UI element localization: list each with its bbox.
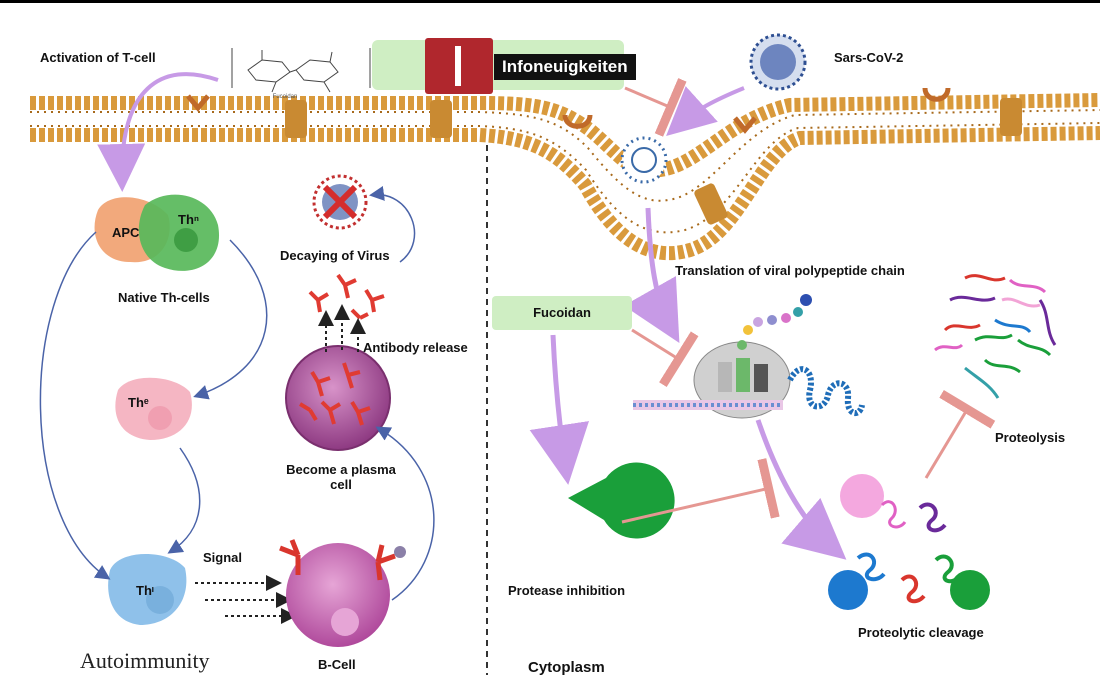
proteolysis-inhibition-line (924, 389, 996, 479)
th-to-the-arrow (193, 239, 268, 400)
decaying-virus-icon (312, 174, 368, 230)
cell-membrane (30, 87, 1100, 261)
sars-label: Sars-CoV-2 (834, 50, 904, 65)
protease-icon (568, 462, 675, 539)
th-to-thi-arrow (39, 231, 111, 580)
bcell-to-plasma-arrow (375, 426, 435, 601)
th-e-cell (115, 377, 192, 440)
fucoidan-to-protease-arrow (529, 334, 589, 485)
activation-label: Activation of T-cell (40, 50, 156, 65)
proteolytic-cleavage-label: Proteolytic cleavage (858, 625, 984, 640)
apc-label: APC (112, 225, 140, 240)
virus-to-ribosome-arrow (623, 207, 680, 344)
signal-label: Signal (203, 550, 243, 565)
decaying-label: Decaying of Virus (280, 248, 390, 263)
the-to-thi-arrow (167, 447, 201, 554)
banner-title: Infoneuigkeiten (494, 54, 636, 80)
proteolysis-label: Proteolysis (995, 430, 1066, 445)
protease-inhibition-line (621, 458, 780, 524)
th-i-label: Thᶦ (136, 583, 154, 598)
autoimmunity-label: Autoimmunity (80, 648, 210, 673)
plasma-cell (285, 345, 391, 451)
ribosome-to-cleavage-arrow (755, 419, 847, 560)
b-cell (279, 539, 406, 647)
decay-arrow (369, 186, 416, 263)
bcell-label: B-Cell (318, 657, 356, 672)
virus-icon (749, 33, 807, 91)
native-th-label: Native Th-cells (118, 290, 210, 305)
fucoidan-entry-inhibition (624, 78, 687, 137)
proteolysis-fragments (934, 274, 1057, 399)
antibodies-released (308, 273, 385, 320)
mrna-strand (633, 400, 783, 410)
structure-caption: Fucoidan (273, 94, 298, 100)
banner-logo (425, 38, 493, 94)
top-border (0, 0, 1100, 3)
cytoplasm-label: Cytoplasm (528, 659, 605, 676)
translation-label: Translation of viral polypeptide chain (675, 263, 905, 278)
antibody-release-label: Antibody release (363, 340, 468, 355)
th-i-cell (108, 554, 187, 625)
plasma-label: Become a plasma cell (286, 462, 396, 492)
fucoidan-box: Fucoidan (492, 296, 632, 330)
fucoidan-structure (231, 48, 371, 93)
virus-entering-icon (620, 136, 668, 184)
proteolytic-cleavage-icons (828, 474, 990, 610)
th-e-label: Thᵉ (128, 395, 149, 410)
fucoidan-translation-inhibition (631, 328, 699, 388)
polypeptide-chain (787, 366, 865, 416)
ribosome-icon (693, 294, 812, 419)
protease-inhibition-label: Protease inhibition (508, 583, 626, 598)
activation-arrow (97, 72, 219, 192)
th-naive-label: Thⁿ (178, 212, 200, 227)
